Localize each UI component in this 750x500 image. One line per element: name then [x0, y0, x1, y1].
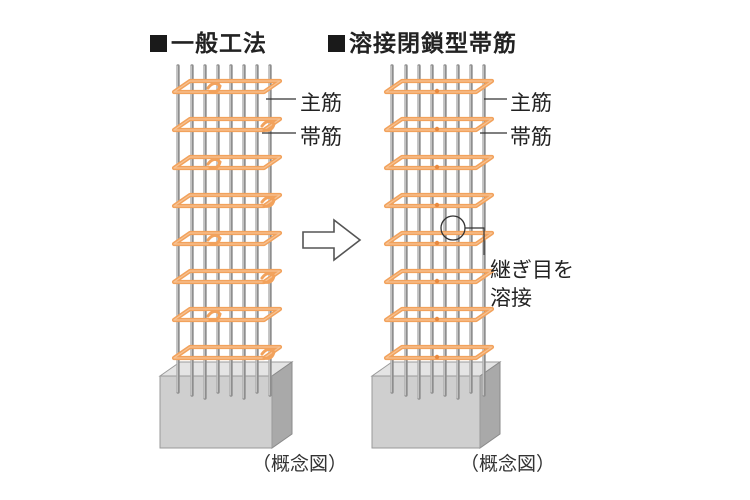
hoop-hook [260, 347, 276, 360]
left-hoops [171, 78, 283, 361]
hoop-highlight [385, 232, 493, 245]
hoop-highlight [173, 308, 281, 321]
right-concrete-footing [370, 361, 502, 449]
circle-callout-icon [440, 215, 466, 241]
weld-point [434, 88, 440, 94]
hoop-highlight [385, 270, 493, 283]
title-right: 溶接閉鎖型帯筋 [328, 24, 517, 58]
left-concrete-footing [158, 361, 294, 449]
label-right-hoop: 帯筋 [510, 125, 552, 149]
hoop-hook [260, 271, 276, 284]
right-hoops [383, 78, 495, 361]
hoop-highlight [385, 308, 493, 321]
left-column-general-method [158, 64, 294, 449]
black-square-icon [328, 35, 345, 52]
label-weld: 溶接 [490, 286, 532, 310]
weld-point [434, 202, 440, 208]
black-square-icon [150, 35, 167, 52]
hoop-highlight [385, 80, 493, 93]
hoop [171, 306, 283, 323]
hoop-highlight [173, 80, 281, 93]
hoop-highlight [173, 270, 281, 283]
weld-point [434, 126, 440, 132]
hoop-hook [206, 81, 222, 94]
footing-side-face [271, 361, 293, 449]
right-arrow-icon [302, 218, 362, 262]
label-right-main-rebar: 主筋 [510, 91, 552, 115]
hoop-hook [206, 233, 222, 246]
right-column-welded-closed-hoop [370, 64, 502, 449]
hoop-highlight [385, 346, 493, 359]
title-left-text: 一般工法 [171, 31, 267, 57]
weld-point [434, 354, 440, 360]
hoop-highlight [173, 194, 281, 207]
hoop-hook [260, 195, 276, 208]
leader-lines [262, 98, 507, 255]
title-left: 一般工法 [150, 24, 267, 58]
hoop-highlight [385, 156, 493, 169]
hoop-highlight [385, 194, 493, 207]
footing-front-face [159, 375, 273, 449]
weld-point [434, 240, 440, 246]
hoop-highlight [173, 156, 281, 169]
weld-point [434, 164, 440, 170]
label-left-hoop: 帯筋 [300, 125, 342, 149]
hoop [171, 154, 283, 171]
label-weld-seam: 継ぎ目を [490, 258, 574, 282]
hoop-highlight [173, 232, 281, 245]
label-left-main-rebar: 主筋 [300, 91, 342, 115]
footing-front-face [371, 375, 481, 449]
hoop-highlight [385, 118, 493, 131]
weld-point [434, 278, 440, 284]
caption-right: （概念図） [460, 453, 556, 475]
hoop-hook [206, 309, 222, 322]
hoop-hook [260, 119, 276, 132]
hoop-hook [206, 157, 222, 170]
hoop [171, 230, 283, 247]
hoop [171, 78, 283, 95]
title-right-text: 溶接閉鎖型帯筋 [349, 31, 517, 57]
caption-left: （概念図） [252, 453, 348, 475]
weld-point [434, 316, 440, 322]
hoop-highlight [173, 346, 281, 359]
hoop-highlight [173, 118, 281, 131]
footing-top-face [158, 361, 294, 377]
